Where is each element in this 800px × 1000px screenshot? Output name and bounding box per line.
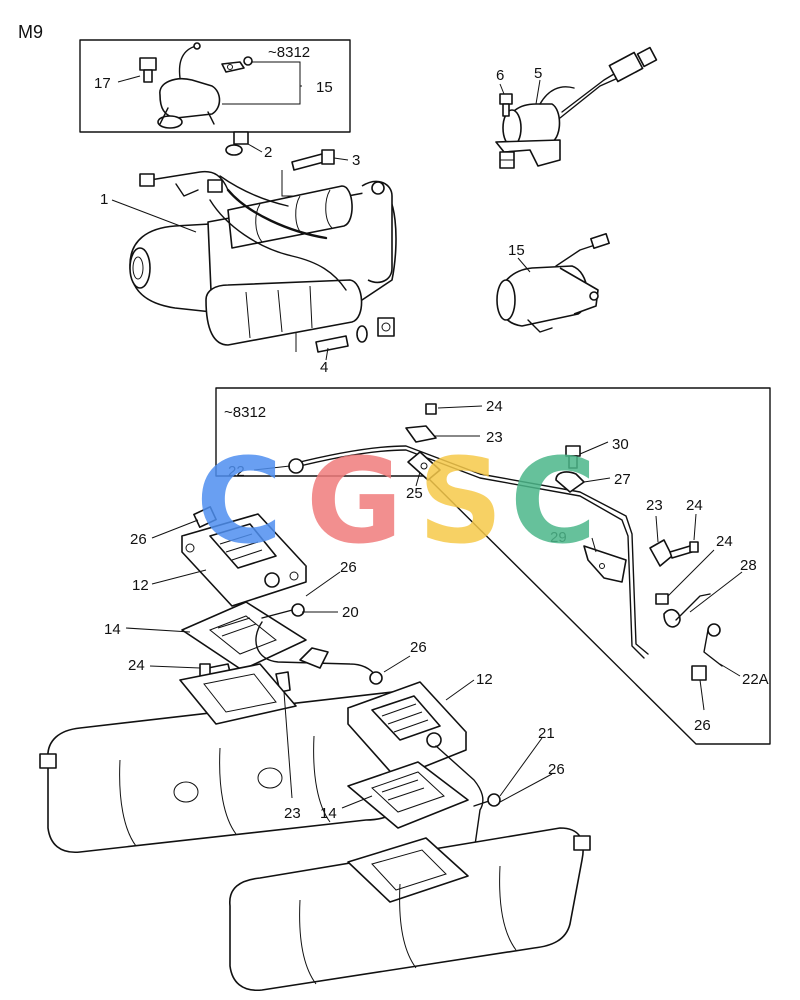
- callout-12-b: 12: [476, 671, 493, 688]
- callout-labels: 17 15 1 2 3 4 5 6 15 24 23 22 25 30 27 2…: [94, 65, 769, 822]
- gasket-lower-icon: [347, 761, 469, 829]
- starter-relay-15-icon: [496, 232, 610, 333]
- callout-29: 29: [550, 529, 567, 546]
- callout-5: 5: [534, 65, 542, 82]
- cgsc-watermark: C G S C: [196, 432, 597, 570]
- callout-23-c: 23: [284, 805, 301, 822]
- watermark-letter-c2: C: [510, 432, 597, 570]
- callout-14-b: 14: [320, 805, 337, 822]
- callout-26-e: 26: [548, 761, 565, 778]
- bolt-3-icon: [291, 149, 335, 171]
- intake-manifold-lower-icon: [229, 827, 591, 991]
- watermark-letter-g: G: [306, 432, 403, 570]
- callout-15-inset: 15: [316, 79, 333, 96]
- callout-26-b: 26: [130, 531, 147, 548]
- callout-26-c: 26: [340, 559, 357, 576]
- resistor-block-upper-icon: [181, 506, 307, 607]
- leader-lines: [111, 75, 743, 809]
- terminal-15-icon: [221, 56, 253, 73]
- callout-21: 21: [538, 725, 555, 742]
- callout-17: 17: [94, 75, 111, 92]
- starter-motor-icon: [129, 170, 397, 346]
- callout-23-a: 23: [486, 429, 503, 446]
- callout-20: 20: [342, 604, 359, 621]
- callout-27: 27: [614, 471, 631, 488]
- callout-24-d: 24: [128, 657, 145, 674]
- callout-22a: 22A: [742, 671, 769, 688]
- lower-inset-serial-note: ~8312: [224, 404, 266, 421]
- callout-4: 4: [320, 359, 328, 376]
- callout-30: 30: [612, 436, 629, 453]
- callout-2: 2: [264, 144, 272, 161]
- callout-1: 1: [100, 191, 108, 208]
- callout-25: 25: [406, 485, 423, 502]
- intake-manifold-upper-icon: [39, 663, 422, 853]
- lower-inset-box: ~8312: [215, 387, 771, 745]
- callout-12-a: 12: [132, 577, 149, 594]
- stud-nut-4-icon: [315, 317, 395, 353]
- callout-26-d: 26: [410, 639, 427, 656]
- nut-washer-2-icon: [225, 131, 249, 156]
- callout-24-c: 24: [716, 533, 733, 550]
- callout-3: 3: [352, 152, 360, 169]
- callout-28: 28: [740, 557, 757, 574]
- resistor-block-lower-icon: [347, 671, 467, 779]
- watermark-letter-c1: C: [196, 432, 283, 570]
- callout-22: 22: [228, 463, 245, 480]
- callout-6: 6: [496, 67, 504, 84]
- callout-23-b: 23: [646, 497, 663, 514]
- watermark-letter-s: S: [418, 432, 503, 570]
- top-inset-serial-note: ~8312: [268, 44, 310, 61]
- gasket-upper-icon: [181, 601, 307, 671]
- callout-26-a: 26: [694, 717, 711, 734]
- starter-relay-small-icon: [157, 42, 221, 129]
- callout-24-a: 24: [486, 398, 503, 415]
- page-code: M9: [18, 22, 43, 42]
- starter-relay-5-icon: [495, 46, 658, 169]
- bolt-17-icon: [139, 57, 157, 83]
- callout-24-b: 24: [686, 497, 703, 514]
- callout-14-a: 14: [104, 621, 121, 638]
- top-inset-box: ~8312: [79, 39, 351, 133]
- callout-15: 15: [508, 242, 525, 259]
